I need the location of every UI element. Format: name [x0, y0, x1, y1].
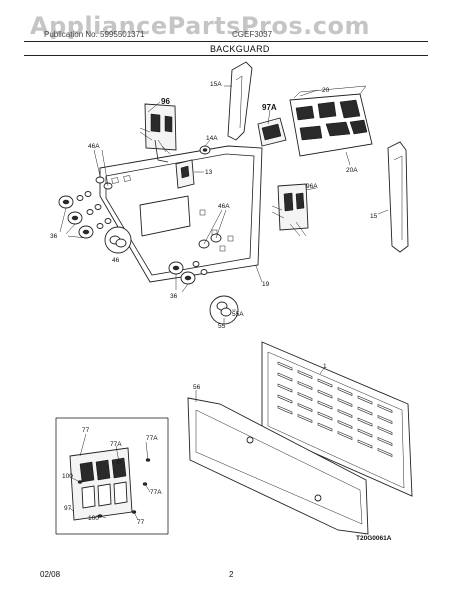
callout-20a: 20A: [346, 167, 358, 174]
callout-46a-top: 46A: [88, 143, 100, 150]
section-title: BACKGUARD: [210, 44, 270, 54]
vent-slot: [357, 428, 373, 438]
inset-box: [55, 417, 169, 535]
callout-46a-mid: 46A: [218, 203, 230, 210]
vent-slot: [277, 361, 293, 371]
inset-callout-77a-2: 77A: [146, 435, 158, 442]
callout-46: 46: [112, 257, 120, 264]
callout-19: 19: [262, 281, 270, 288]
part-20-control-board: [289, 85, 373, 157]
vent-slot: [357, 439, 373, 449]
callout-20: 20: [322, 87, 330, 94]
part-13-bracket: [175, 159, 195, 189]
footer-date: 02/08: [40, 570, 61, 579]
vent-slot: [277, 405, 293, 415]
inset-callout-97: 97: [64, 505, 72, 512]
knob-group-left: [58, 176, 113, 239]
vent-slot: [297, 414, 313, 423]
vent-slot: [317, 411, 333, 421]
vent-slot: [377, 415, 393, 424]
vent-slot: [337, 409, 353, 418]
callout-15a: 15A: [210, 81, 222, 88]
callout-96a: 96A: [306, 183, 318, 190]
part-96-switch: [139, 103, 177, 163]
vent-slot: [277, 394, 293, 404]
vent-slot: [297, 370, 313, 379]
vent-slot: [377, 426, 393, 435]
vent-slot: [337, 431, 353, 440]
vent-slot: [357, 406, 373, 416]
callout-15: 15: [370, 213, 378, 220]
rear-panel-vents: [277, 361, 393, 457]
part-15a-end-bracket: [227, 61, 253, 141]
inset-callout-77a-3: 77A: [150, 489, 162, 496]
diagram-id: T20G0061A: [356, 535, 392, 542]
vent-slot: [297, 403, 313, 412]
leader-lines: [59, 85, 389, 521]
callout-97a: 97A: [262, 103, 277, 112]
callout-36-left: 36: [50, 233, 58, 240]
vent-slot: [277, 383, 293, 393]
callout-36-center: 36: [170, 293, 178, 300]
control-panel: [99, 145, 263, 283]
vent-slot: [297, 381, 313, 390]
callout-13: 13: [205, 169, 213, 176]
section-rule: [24, 55, 428, 56]
part-97a: [257, 117, 287, 147]
part-96a-switch: [271, 183, 309, 237]
part-56-back-strip: [187, 397, 369, 535]
header-rule: [24, 41, 428, 42]
part-20a-leader: [345, 151, 351, 166]
callout-96: 96: [161, 97, 170, 106]
callout-14a: 14A: [206, 135, 218, 142]
part-14a: [199, 145, 211, 155]
inset-callout-100-top: 100: [62, 473, 73, 480]
inset-callout-77a-1: 77A: [110, 441, 122, 448]
vent-slot: [337, 398, 353, 407]
vent-slot: [357, 417, 373, 427]
part-1-rear-panel: [261, 341, 413, 497]
detail-circle-46: [104, 226, 132, 254]
vent-slot: [317, 378, 333, 388]
vent-slot: [377, 404, 393, 413]
footer-page-number: 2: [229, 570, 234, 579]
callout-1: 1: [323, 363, 327, 370]
callout-56: 56: [193, 384, 201, 391]
vent-slot: [337, 387, 353, 396]
inset-callout-77-top: 77: [82, 427, 90, 434]
vent-slot: [377, 437, 393, 446]
vent-slot: [357, 395, 373, 405]
inset-callout-77-bottom: 77: [137, 519, 145, 526]
vent-slot: [317, 400, 333, 410]
inset-callout-100-bottom: 100: [88, 515, 99, 522]
vent-slot: [277, 372, 293, 382]
callout-55a: 55A: [232, 311, 244, 318]
vent-slot: [377, 448, 393, 457]
vent-slot: [297, 392, 313, 401]
publication-number: Publication No. 5995501371: [44, 30, 145, 39]
vent-slot: [317, 422, 333, 432]
callout-55: 55: [218, 323, 226, 330]
part-15-end-bracket: [387, 141, 409, 253]
detail-circle-55a: [209, 295, 239, 325]
vent-slot: [337, 420, 353, 429]
watermark: AppliancePartsPros.com: [30, 12, 370, 40]
vent-slot: [317, 389, 333, 399]
model-number: CGEF3037: [232, 30, 273, 39]
